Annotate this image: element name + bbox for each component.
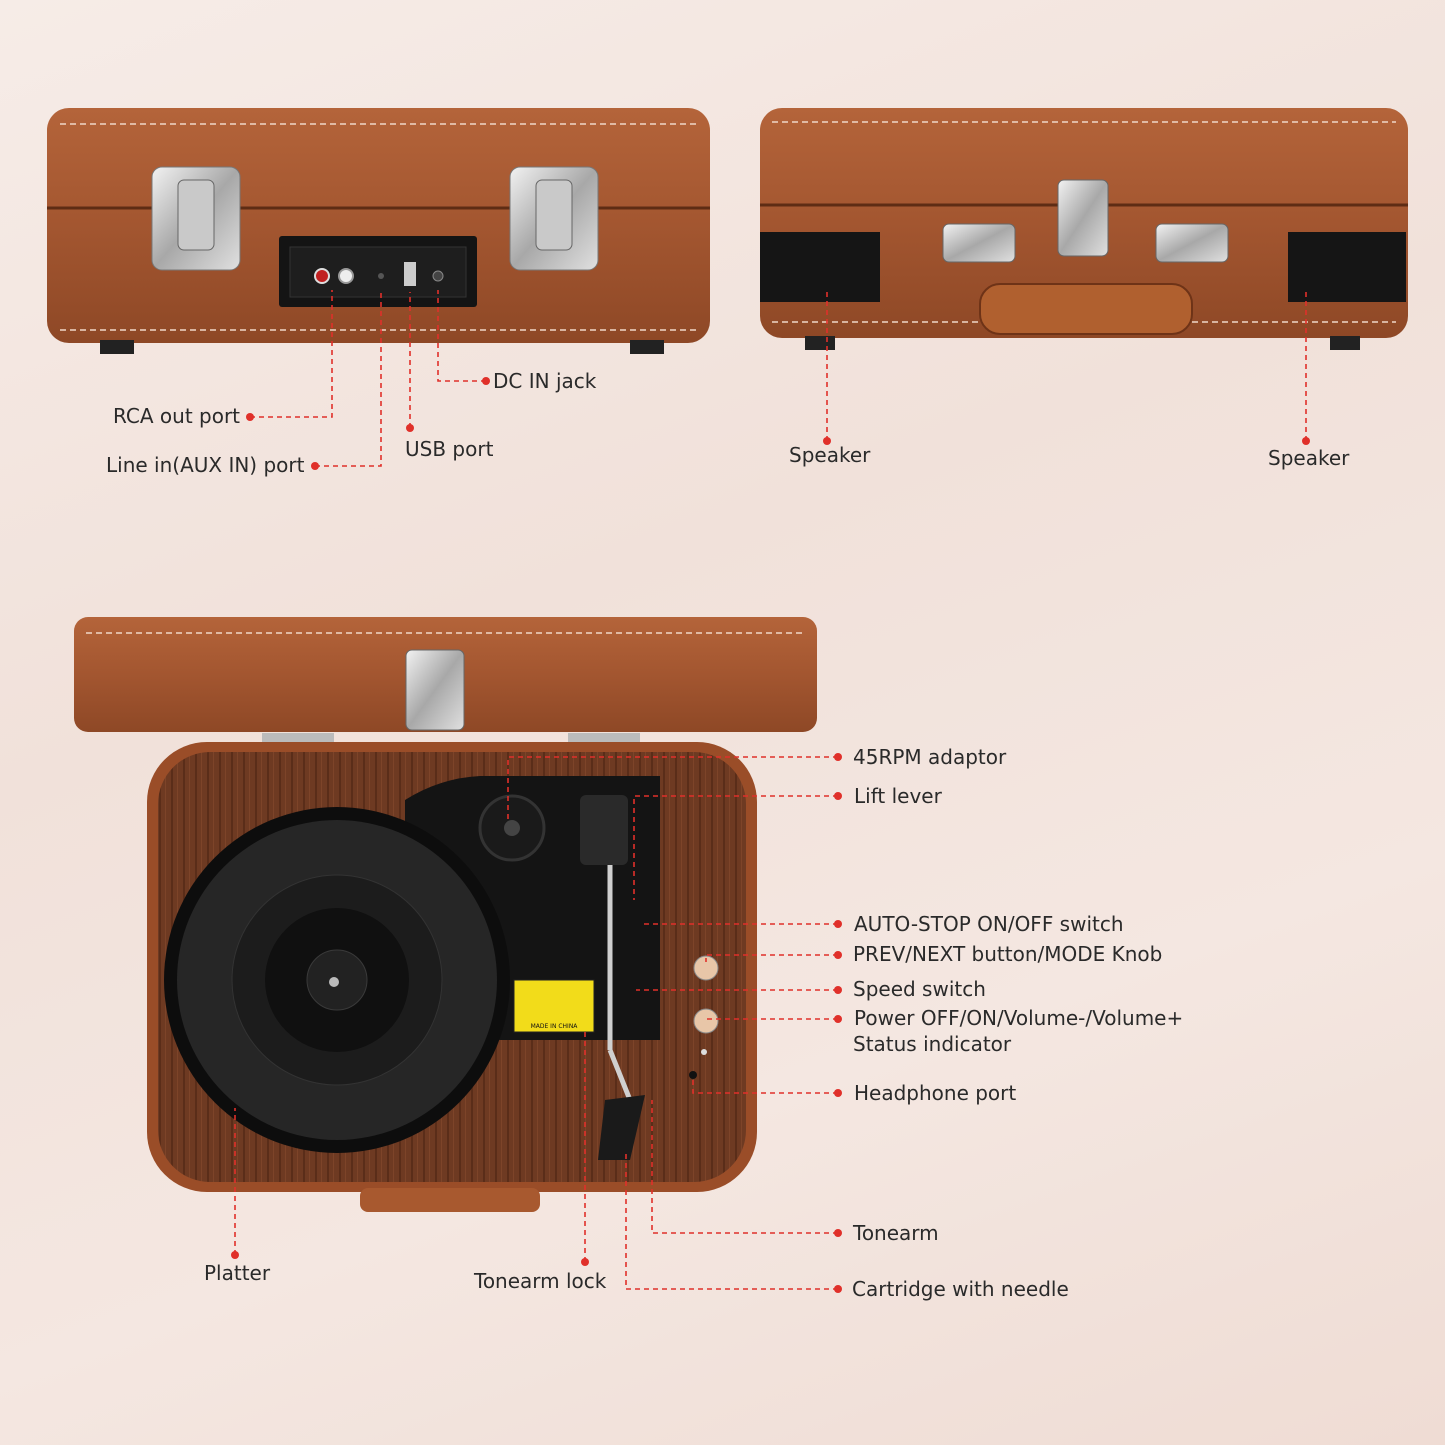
label-power: Power OFF/ON/Volume-/Volume+ (854, 1006, 1183, 1030)
latch-left (151, 166, 241, 271)
label-platter: Platter (204, 1261, 271, 1285)
status-led (701, 1049, 707, 1055)
label-cartridge: Cartridge with needle (852, 1277, 1069, 1301)
label-headphone: Headphone port (854, 1081, 1016, 1105)
label-adaptor: 45RPM adaptor (853, 745, 1007, 769)
warning-sticker-text: MADE IN CHINA (531, 1023, 579, 1030)
top-view-turntable: MADE IN CHINA (74, 617, 817, 1212)
label-speaker-left: Speaker (789, 443, 871, 467)
label-prev-next: PREV/NEXT button/MODE Knob (853, 942, 1162, 966)
label-rca-out: RCA out port (113, 404, 240, 428)
label-status: Status indicator (853, 1032, 1012, 1056)
back-view-case (47, 108, 710, 354)
latch-right (509, 166, 599, 271)
side-view-case (760, 108, 1408, 350)
speaker-grille-left (760, 232, 880, 302)
label-tonearm: Tonearm (852, 1221, 939, 1245)
label-auto-stop: AUTO-STOP ON/OFF switch (854, 912, 1124, 936)
platter (164, 807, 510, 1153)
port-panel (279, 236, 477, 307)
label-dc-in: DC IN jack (493, 369, 597, 393)
label-line-in: Line in(AUX IN) port (106, 453, 305, 477)
tonearm (580, 795, 645, 1160)
label-speaker-right: Speaker (1268, 446, 1350, 470)
label-usb: USB port (405, 437, 494, 461)
headphone-jack (689, 1071, 697, 1079)
label-speed: Speed switch (853, 977, 986, 1001)
labels: RCA out port Line in(AUX IN) port USB po… (106, 369, 1350, 1301)
label-lift-lever: Lift lever (854, 784, 943, 808)
speaker-grille-right (1288, 232, 1406, 302)
label-tonearm-lock: Tonearm lock (473, 1269, 607, 1293)
cartridge (598, 1095, 645, 1160)
mode-knob (693, 955, 719, 981)
warning-sticker (513, 979, 595, 1033)
volume-knob (693, 1008, 719, 1034)
leader-lines (231, 290, 1310, 1293)
handle (979, 283, 1193, 335)
